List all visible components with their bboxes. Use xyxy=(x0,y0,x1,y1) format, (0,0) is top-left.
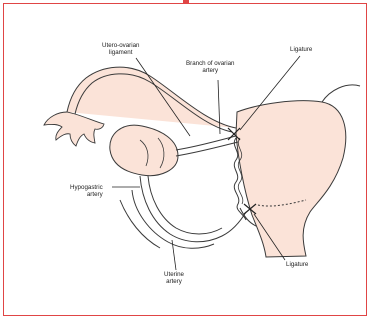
hypogastric-artery xyxy=(140,176,246,242)
label-ligature-top: Ligature xyxy=(290,46,312,53)
utero-ovarian-ligament xyxy=(176,136,236,150)
uterine-horn xyxy=(322,85,360,102)
label-ligature-bottom: Ligature xyxy=(286,261,308,268)
uterus xyxy=(236,101,346,257)
label-utero-ovarian-ligament: Utero-ovarian ligament xyxy=(102,42,140,57)
label-uterine-artery: Uterine artery xyxy=(164,271,184,286)
label-branch-of-ovarian-artery: Branch of ovarian artery xyxy=(186,60,235,75)
label-hypogastric-artery: Hypogastric artery xyxy=(70,184,103,199)
fallopian-tube xyxy=(67,67,236,128)
ovary xyxy=(110,125,178,175)
fimbriae xyxy=(44,112,104,146)
